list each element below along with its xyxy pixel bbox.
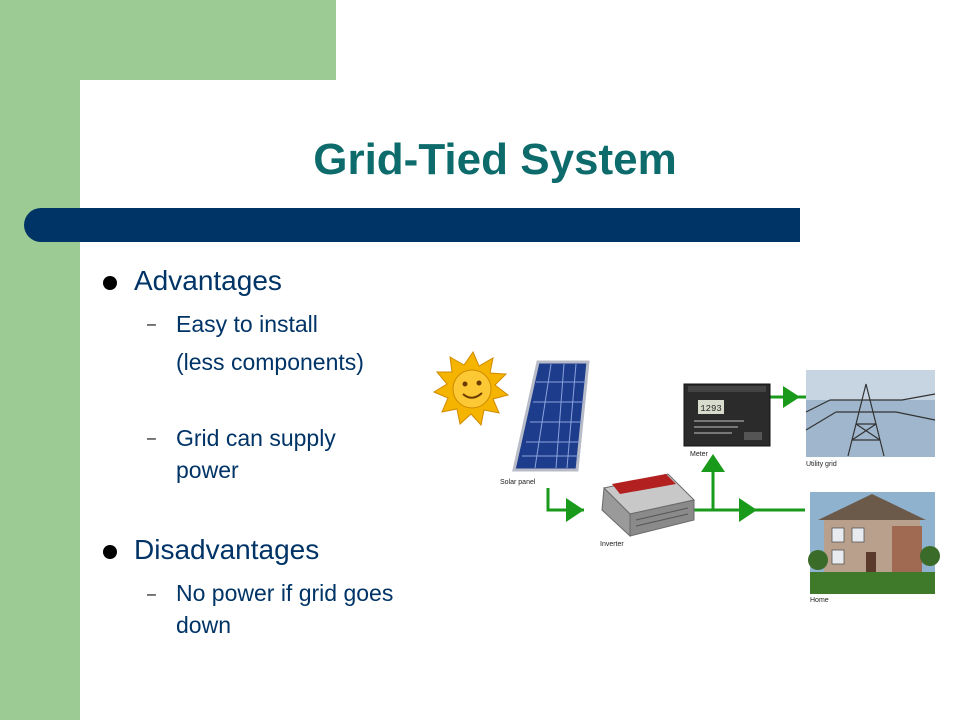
- meter-reading: 1293: [700, 404, 722, 414]
- solar-panel-label: Solar panel: [500, 479, 536, 486]
- meter-icon: [683, 383, 771, 447]
- advantage-item-1-line2: (less components): [176, 349, 364, 375]
- slide-title: Grid-Tied System: [313, 135, 677, 184]
- disadvantage-item-1-line1: No power if grid goes: [176, 580, 394, 606]
- dash-marker: –: [147, 316, 156, 333]
- inverter-label: Inverter: [600, 541, 624, 548]
- advantage-item-1: Easy to install (less components): [176, 308, 364, 378]
- disadvantage-item-1-line2: down: [176, 612, 231, 638]
- solar-panel-icon: [512, 360, 590, 472]
- disadvantage-item-1: No power if grid goes down: [176, 577, 393, 641]
- dash-marker: –: [147, 430, 156, 447]
- home-icon: [808, 492, 940, 594]
- inverter-icon: [601, 473, 696, 538]
- dash-marker: –: [147, 586, 156, 603]
- title-divider-bar: [24, 208, 800, 242]
- utility-grid-label: Utility grid: [806, 461, 837, 468]
- flow-arrows: [566, 386, 800, 522]
- bullet-dot: [103, 276, 117, 290]
- meter-label: Meter: [690, 451, 709, 458]
- advantage-item-2-line2: power: [176, 457, 239, 483]
- sun-icon: [432, 350, 510, 427]
- advantage-item-2: Grid can supply power: [176, 422, 336, 486]
- bullet-dot: [103, 545, 117, 559]
- disadvantages-heading: Disadvantages: [134, 534, 320, 565]
- advantage-item-2-line1: Grid can supply: [176, 425, 336, 451]
- utility-tower-icon: [805, 370, 936, 457]
- top-accent-strip: [80, 0, 336, 80]
- home-label: Home: [810, 597, 829, 604]
- advantages-heading: Advantages: [134, 265, 282, 296]
- left-accent-strip: [0, 0, 80, 720]
- advantage-item-1-line1: Easy to install: [176, 311, 318, 337]
